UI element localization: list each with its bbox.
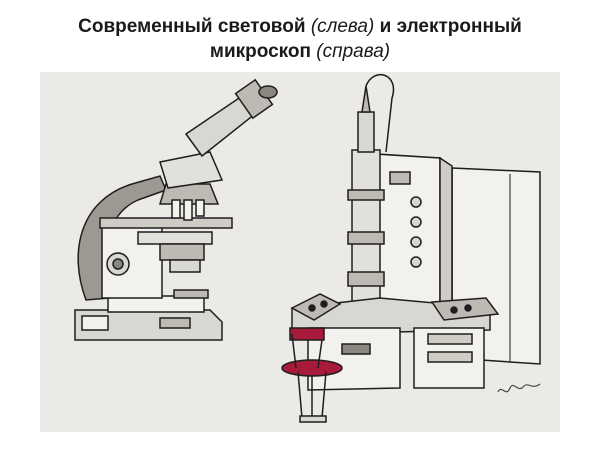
title-italic-1: (слева) <box>310 16 375 37</box>
title-line-2: микроскоп (справа) <box>0 39 600 64</box>
microscopes-illustration <box>40 72 560 432</box>
title-line-1: Современный световой (слева) и электронн… <box>0 14 600 39</box>
light-microscope-illustration <box>74 78 278 341</box>
title-italic-2: (справа) <box>316 41 391 62</box>
illustration-svg <box>74 74 541 423</box>
slide-title: Современный световой (слева) и электронн… <box>0 14 600 64</box>
artist-signature <box>497 383 541 393</box>
title-bold-3: микроскоп <box>209 41 312 62</box>
title-bold-1: Современный световой <box>78 16 306 37</box>
title-bold-2: и электронный <box>379 16 522 37</box>
electron-microscope-illustration <box>290 74 541 391</box>
stool-illustration <box>281 327 343 423</box>
